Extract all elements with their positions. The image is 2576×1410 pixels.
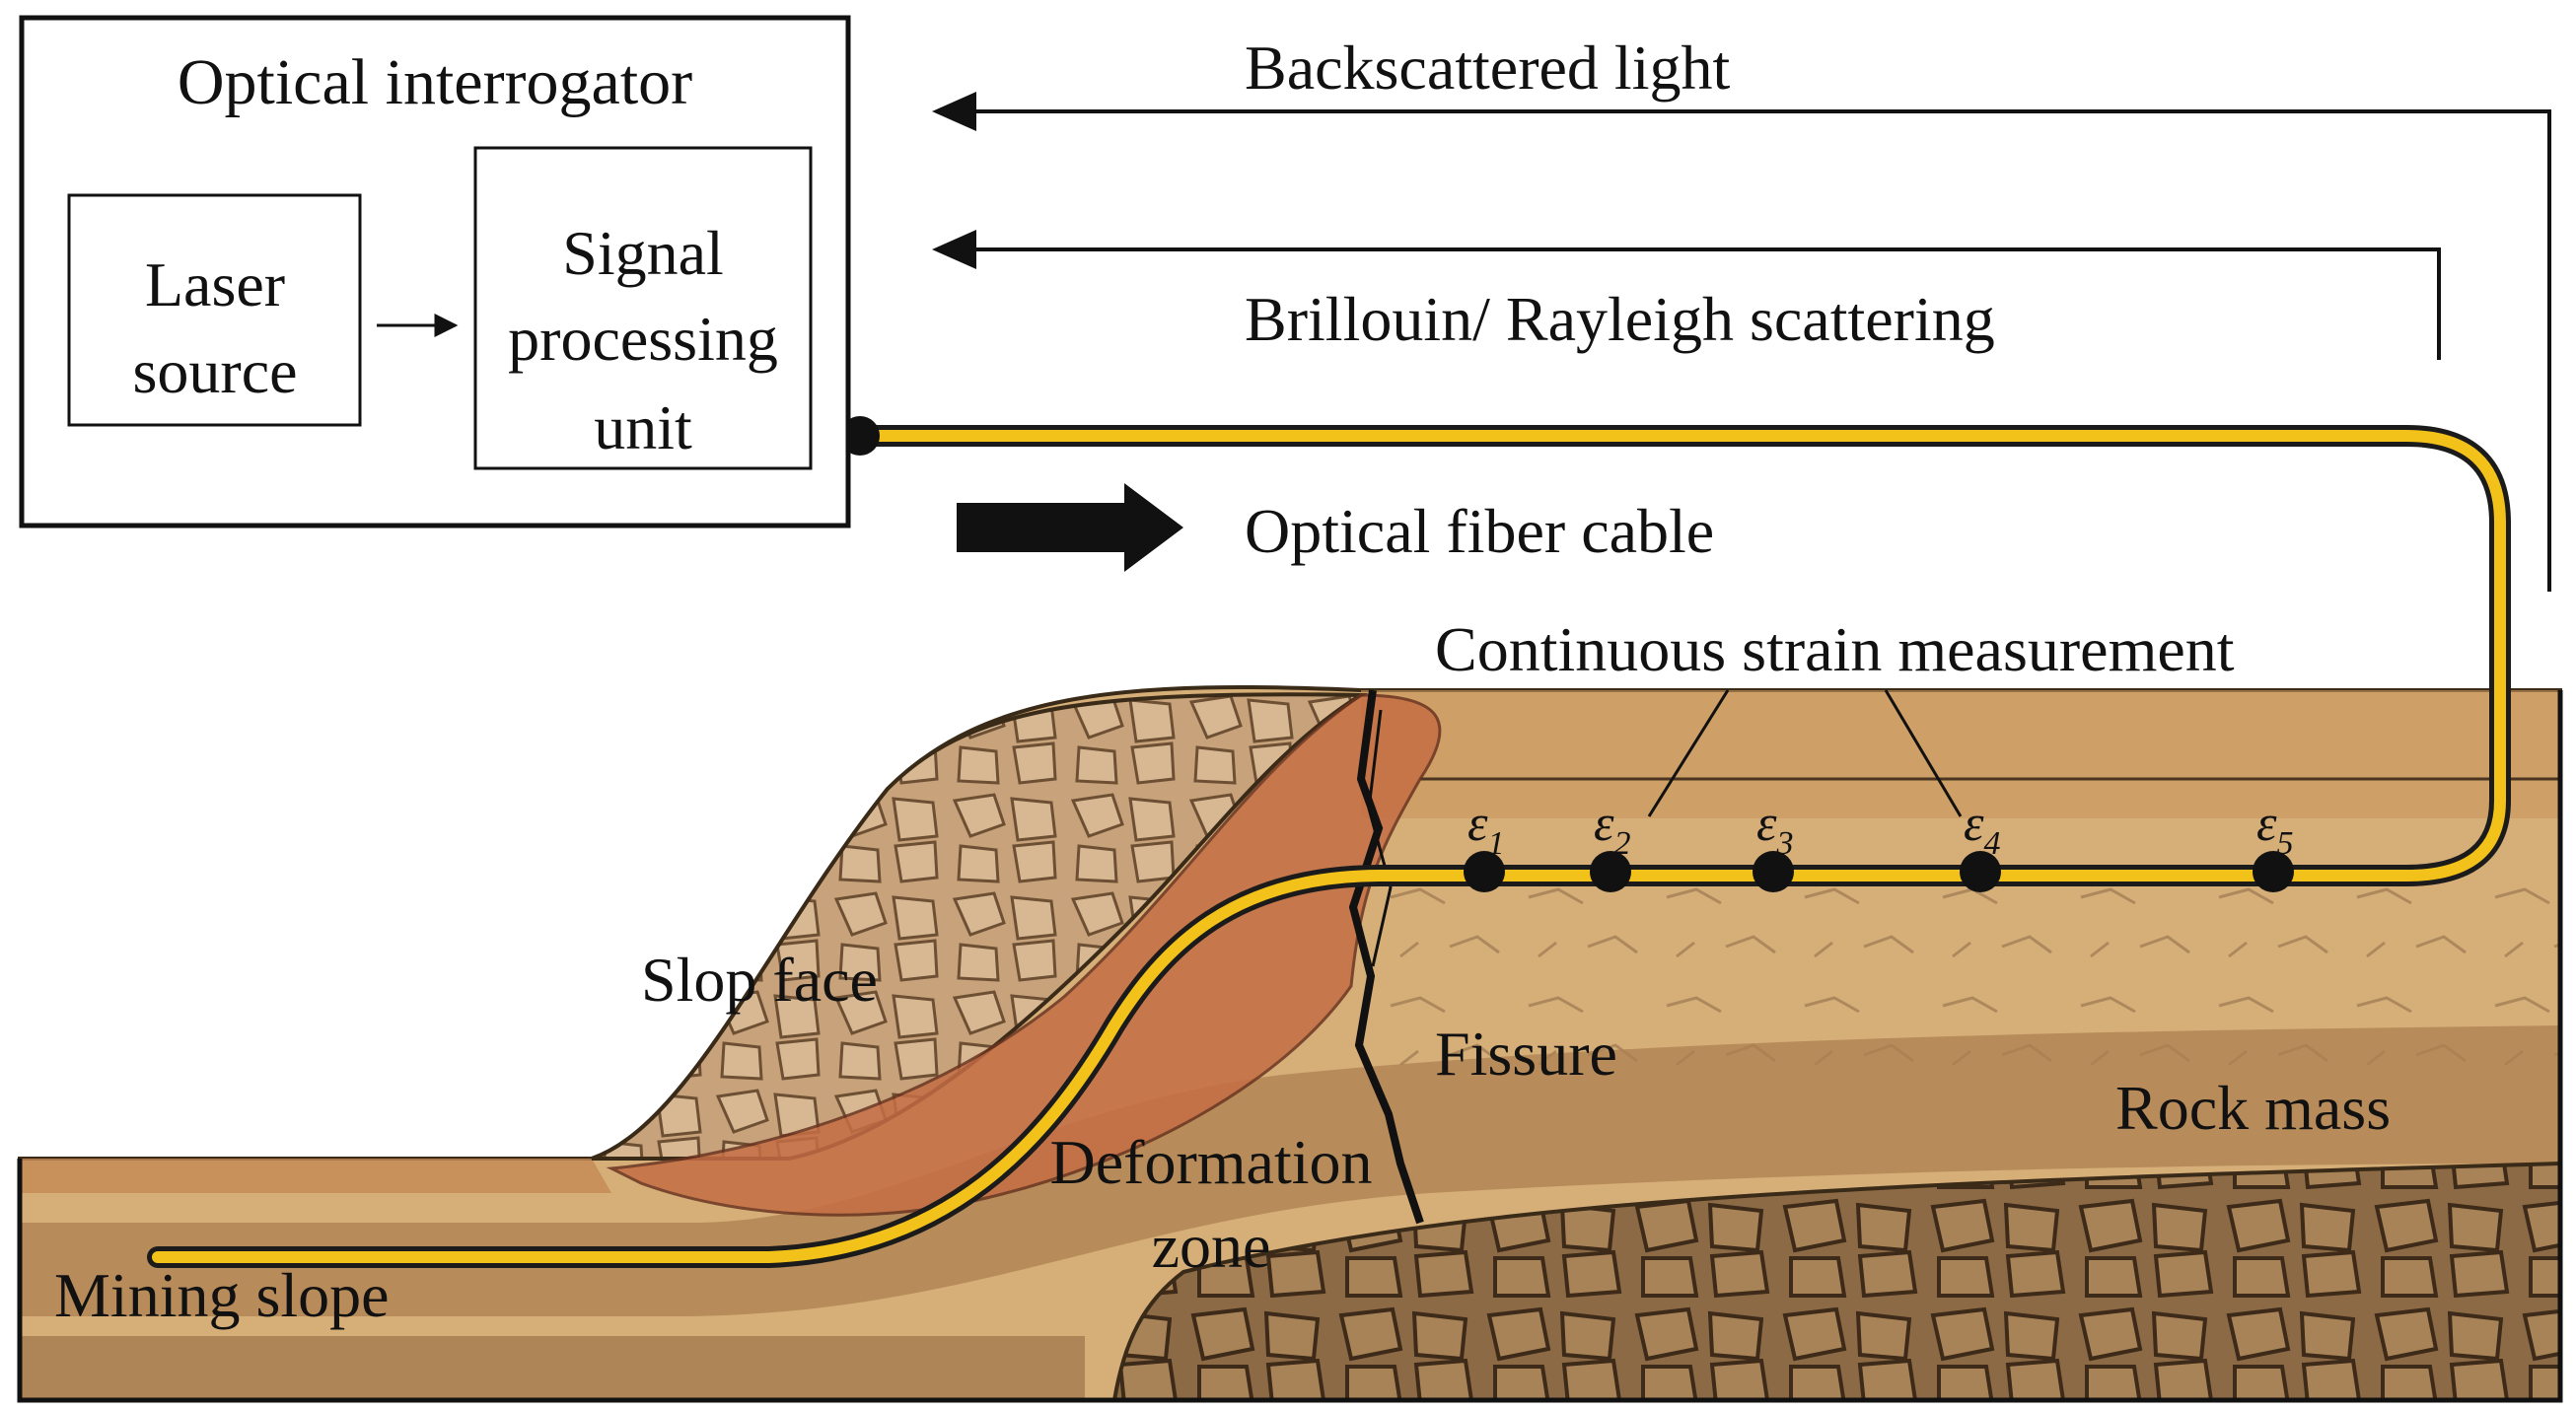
spu-line3: unit	[594, 392, 692, 462]
fissure-crack	[1348, 689, 1424, 1225]
spu-line2: processing	[508, 304, 778, 374]
middle-band-layer	[20, 1025, 2560, 1316]
backscattered-arrow-line	[952, 109, 2551, 592]
strain-pointer-right	[1884, 689, 1963, 817]
slope-face-label: Slop face	[641, 945, 878, 1015]
strain-pointer-left	[1647, 689, 1730, 817]
epsilon-label-2: ε2	[1594, 796, 1631, 862]
interrogator-title: Optical interrogator	[178, 46, 692, 118]
rock-mass-label: Rock mass	[2115, 1073, 2391, 1143]
optical-fiber	[147, 416, 2511, 1268]
scattering-arrowhead	[932, 230, 976, 269]
lower-left-strip	[20, 1159, 611, 1193]
backscattered-arrowhead	[932, 92, 976, 131]
cable-label: Optical fiber cable	[1245, 496, 1714, 566]
scattering-label: Brillouin/ Rayleigh scattering	[1245, 284, 1995, 354]
deformation-zone-line1: Deformation	[1050, 1127, 1373, 1197]
laser-source-line1: Laser	[145, 249, 285, 319]
laser-source-line2: source	[132, 336, 297, 406]
sensor-point-2	[1590, 851, 1631, 892]
optical-interrogator: Optical interrogator Laser source Signal…	[19, 15, 851, 529]
fiber-core	[152, 430, 2506, 1263]
section-frame	[17, 690, 2563, 1403]
fissure-label: Fissure	[1435, 1019, 1617, 1089]
strain-measurement-label: Continuous strain measurement	[1435, 614, 2235, 684]
ground-section	[17, 684, 2563, 1403]
strain-sensors: ε1 ε2 ε3 ε4 ε5	[1464, 689, 2294, 892]
slope-face-rocks	[591, 692, 1368, 1161]
backscattered-label: Backscattered light	[1245, 33, 1730, 103]
scattering-arrow-line	[952, 247, 2441, 360]
sensor-point-3	[1753, 851, 1794, 892]
spu-line1: Signal	[562, 218, 724, 288]
signal-processing-box	[473, 146, 813, 470]
epsilon-label-4: ε4	[1964, 796, 2001, 862]
epsilon-label-5: ε5	[2256, 796, 2294, 862]
diagram-labels: Backscattered light Brillouin/ Rayleigh …	[54, 33, 2391, 1330]
mining-slope-label: Mining slope	[54, 1260, 390, 1330]
laser-source-box	[67, 193, 362, 427]
signal-arrows	[932, 92, 2551, 592]
deformation-zone-area	[606, 693, 1442, 1217]
sensor-point-5	[2253, 851, 2294, 892]
base-layer	[20, 1336, 1085, 1400]
sensor-point-4	[1960, 851, 2001, 892]
cable-legend-arrow	[957, 483, 1183, 572]
top-strip-layer	[1361, 690, 2560, 818]
rock-mass-layer	[1111, 1161, 2562, 1402]
epsilon-label-1: ε1	[1467, 796, 1505, 862]
sensor-point-1	[1464, 851, 1505, 892]
epsilon-label-3: ε3	[1756, 796, 1794, 862]
deformation-zone-line2: zone	[1152, 1211, 1271, 1281]
